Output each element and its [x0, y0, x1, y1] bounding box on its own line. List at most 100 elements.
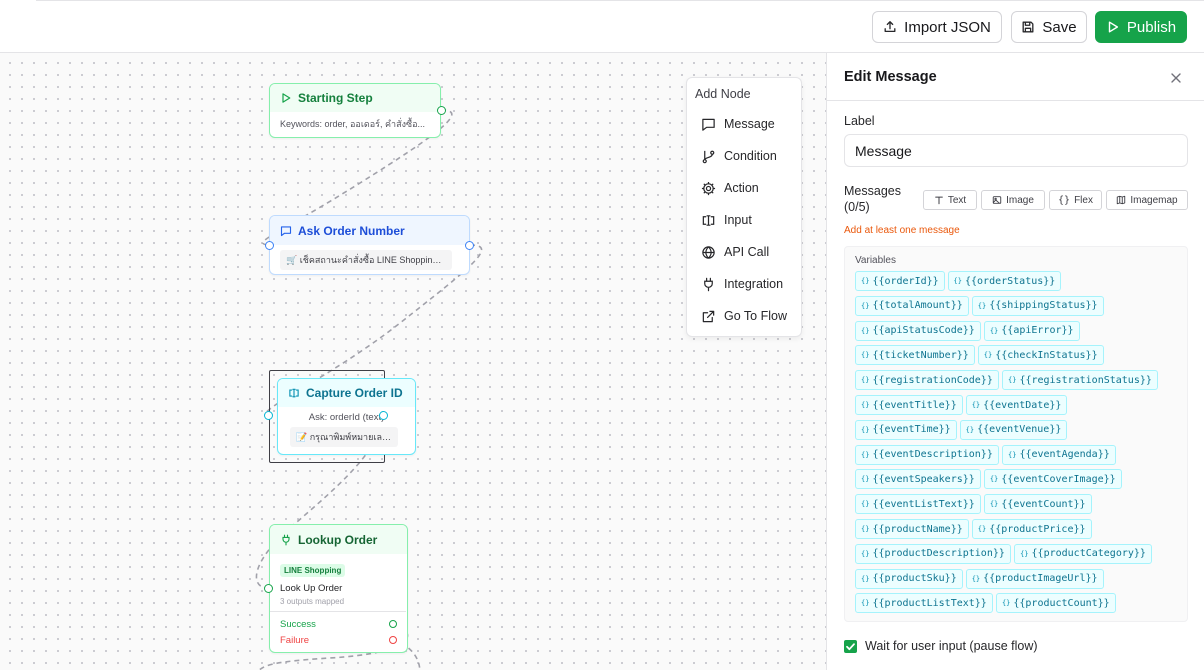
variable-chip[interactable]: {}{{orderId}} [855, 271, 945, 291]
node-capture-output-handle[interactable] [379, 411, 388, 420]
variable-chip[interactable]: {}{{registrationStatus}} [1002, 370, 1158, 391]
braces-icon: {} [861, 475, 870, 484]
close-icon[interactable] [1168, 70, 1184, 86]
variables-box: Variables {}{{orderId}}{}{{orderStatus}}… [844, 246, 1188, 622]
node-starting-output-handle[interactable] [437, 106, 446, 115]
add-node-condition[interactable]: Condition [701, 146, 777, 166]
node-lookup-order[interactable]: Lookup Order LINE Shopping Look Up Order… [269, 524, 408, 653]
variable-chip[interactable]: {}{{apiStatusCode}} [855, 320, 981, 341]
add-node-integration[interactable]: Integration [701, 274, 783, 294]
node-ask-input-handle[interactable] [265, 241, 274, 250]
add-node-api-call[interactable]: API Call [701, 242, 769, 262]
braces-icon: {} [977, 301, 987, 310]
variable-chip[interactable]: {}{{eventVenue}} [959, 419, 1068, 440]
braces-icon: {} [861, 525, 870, 533]
variable-chip-label: {{eventVenue}} [977, 424, 1062, 436]
variable-chip[interactable]: {}{{ticketNumber}} [855, 345, 975, 366]
add-text-button[interactable]: Text [923, 190, 977, 210]
node-capture-title: Capture Order ID [306, 386, 403, 400]
variable-chip-label: {{eventListText}} [872, 498, 975, 510]
git-branch-icon [702, 150, 715, 163]
node-capture-input-handle[interactable] [264, 411, 273, 420]
node-ask-order-number[interactable]: Ask Order Number 🛒 เช็คสถานะคำสั่งซื้อ L… [265, 215, 474, 275]
braces-icon: {} [989, 326, 999, 335]
node-lookup-badge: LINE Shopping [280, 564, 346, 577]
variable-chip[interactable]: {}{{eventTime}} [855, 419, 957, 440]
braces-icon: {} [861, 549, 870, 558]
add-image-label: Image [1006, 194, 1034, 206]
variable-chip[interactable]: {}{{productDescription}} [855, 543, 1011, 564]
variable-chip-label: {{eventCoverImage}} [1001, 473, 1116, 485]
add-node-input[interactable]: Input [701, 210, 752, 230]
flow-canvas[interactable]: Starting Step Keywords: order, ออเดอร์, … [0, 53, 826, 670]
variable-chip[interactable]: {}{{productSku}} [855, 568, 963, 589]
variable-chip-label: {{totalAmount}} [872, 300, 963, 312]
variable-chip[interactable]: {}{{productImageUrl}} [965, 568, 1104, 589]
node-capture-order-id[interactable]: Capture Order ID Ask: orderId (text) 📝 ก… [277, 378, 416, 455]
variable-chip[interactable]: {}{{checkInStatus}} [977, 345, 1104, 366]
variable-chip[interactable]: {}{{productCount}} [995, 593, 1116, 614]
variable-chip[interactable]: {}{{apiError}} [983, 320, 1080, 341]
node-starting-header: Starting Step [270, 84, 440, 112]
globe-icon [702, 245, 715, 259]
add-imagemap-button[interactable]: Imagemap [1106, 190, 1188, 210]
variable-chip-label: {{eventDescription}} [872, 449, 993, 461]
braces-icon: {} [989, 475, 999, 484]
add-flex-label: Flex [1074, 194, 1093, 206]
edge-ask-to-capture [264, 244, 483, 417]
variable-chip[interactable]: {}{{eventDate}} [965, 395, 1068, 415]
cog-icon [701, 181, 716, 195]
variable-chip[interactable]: {}{{orderStatus}} [947, 271, 1062, 291]
toolbar-rule [36, 0, 1204, 1]
add-flex-button[interactable]: {} Flex [1049, 190, 1102, 210]
braces-icon: {} [977, 525, 987, 533]
variable-chip-label: {{eventAgenda}} [1019, 449, 1110, 461]
add-node-go-to-flow-label: Go To Flow [724, 309, 787, 323]
braces-icon: {} [861, 351, 870, 360]
braces-icon: {} [861, 301, 870, 310]
variable-chip[interactable]: {}{{shippingStatus}} [971, 295, 1104, 316]
variable-chip[interactable]: {}{{eventSpeakers}} [855, 469, 981, 490]
publish-button[interactable]: Publish [1095, 11, 1187, 43]
braces-icon: {} [989, 500, 999, 509]
node-capture-header: Capture Order ID [278, 379, 415, 407]
variable-chip[interactable]: {}{{eventAgenda}} [1002, 444, 1116, 465]
wait-checkbox[interactable] [844, 640, 857, 653]
variable-chip[interactable]: {}{{registrationCode}} [855, 370, 999, 391]
braces-icon: {} [971, 401, 981, 409]
variable-chip[interactable]: {}{{productPrice}} [971, 519, 1092, 539]
braces-icon: {} [861, 326, 870, 335]
edit-message-panel: Edit Message Label Messages (0/5) Text I… [826, 53, 1204, 670]
add-node-message[interactable]: Message [701, 114, 775, 134]
braces-icon: {} [1008, 376, 1017, 385]
upload-icon [884, 21, 896, 33]
check-icon [846, 643, 855, 651]
variable-chip-label: {{checkInStatus}} [995, 349, 1098, 361]
add-node-action[interactable]: Action [701, 178, 759, 198]
node-lookup-success-handle[interactable] [389, 620, 397, 628]
toolbar: Import JSON Save Publish [0, 0, 1204, 53]
add-node-menu: Add Node Message Condition Action Input … [686, 77, 802, 337]
import-json-button[interactable]: Import JSON [872, 11, 1002, 43]
variable-chip[interactable]: {}{{eventDescription}} [855, 444, 999, 465]
variable-chip[interactable]: {}{{eventCount}} [983, 494, 1092, 515]
braces-icon: {} [861, 574, 870, 583]
variable-chip[interactable]: {}{{eventTitle}} [855, 395, 963, 415]
variable-chip[interactable]: {}{{eventCoverImage}} [983, 469, 1122, 490]
label-input[interactable] [844, 134, 1188, 167]
node-lookup-title: Lookup Order [298, 532, 378, 547]
add-node-message-label: Message [724, 117, 775, 131]
variable-chip[interactable]: {}{{productName}} [855, 519, 969, 539]
node-lookup-input-handle[interactable] [264, 584, 273, 593]
variable-chip-label: {{productCount}} [1013, 597, 1110, 609]
save-button[interactable]: Save [1011, 11, 1087, 43]
node-ask-output-handle[interactable] [465, 241, 474, 250]
add-node-go-to-flow[interactable]: Go To Flow [701, 306, 787, 326]
variable-chip[interactable]: {}{{productListText}} [855, 593, 993, 614]
variable-chip[interactable]: {}{{productCategory}} [1014, 543, 1152, 564]
add-image-button[interactable]: Image [981, 190, 1045, 210]
node-lookup-failure-handle[interactable] [389, 636, 397, 644]
variable-chip[interactable]: {}{{totalAmount}} [855, 295, 969, 316]
node-starting-step[interactable]: Starting Step Keywords: order, ออเดอร์, … [269, 83, 446, 138]
variable-chip[interactable]: {}{{eventListText}} [855, 494, 981, 515]
